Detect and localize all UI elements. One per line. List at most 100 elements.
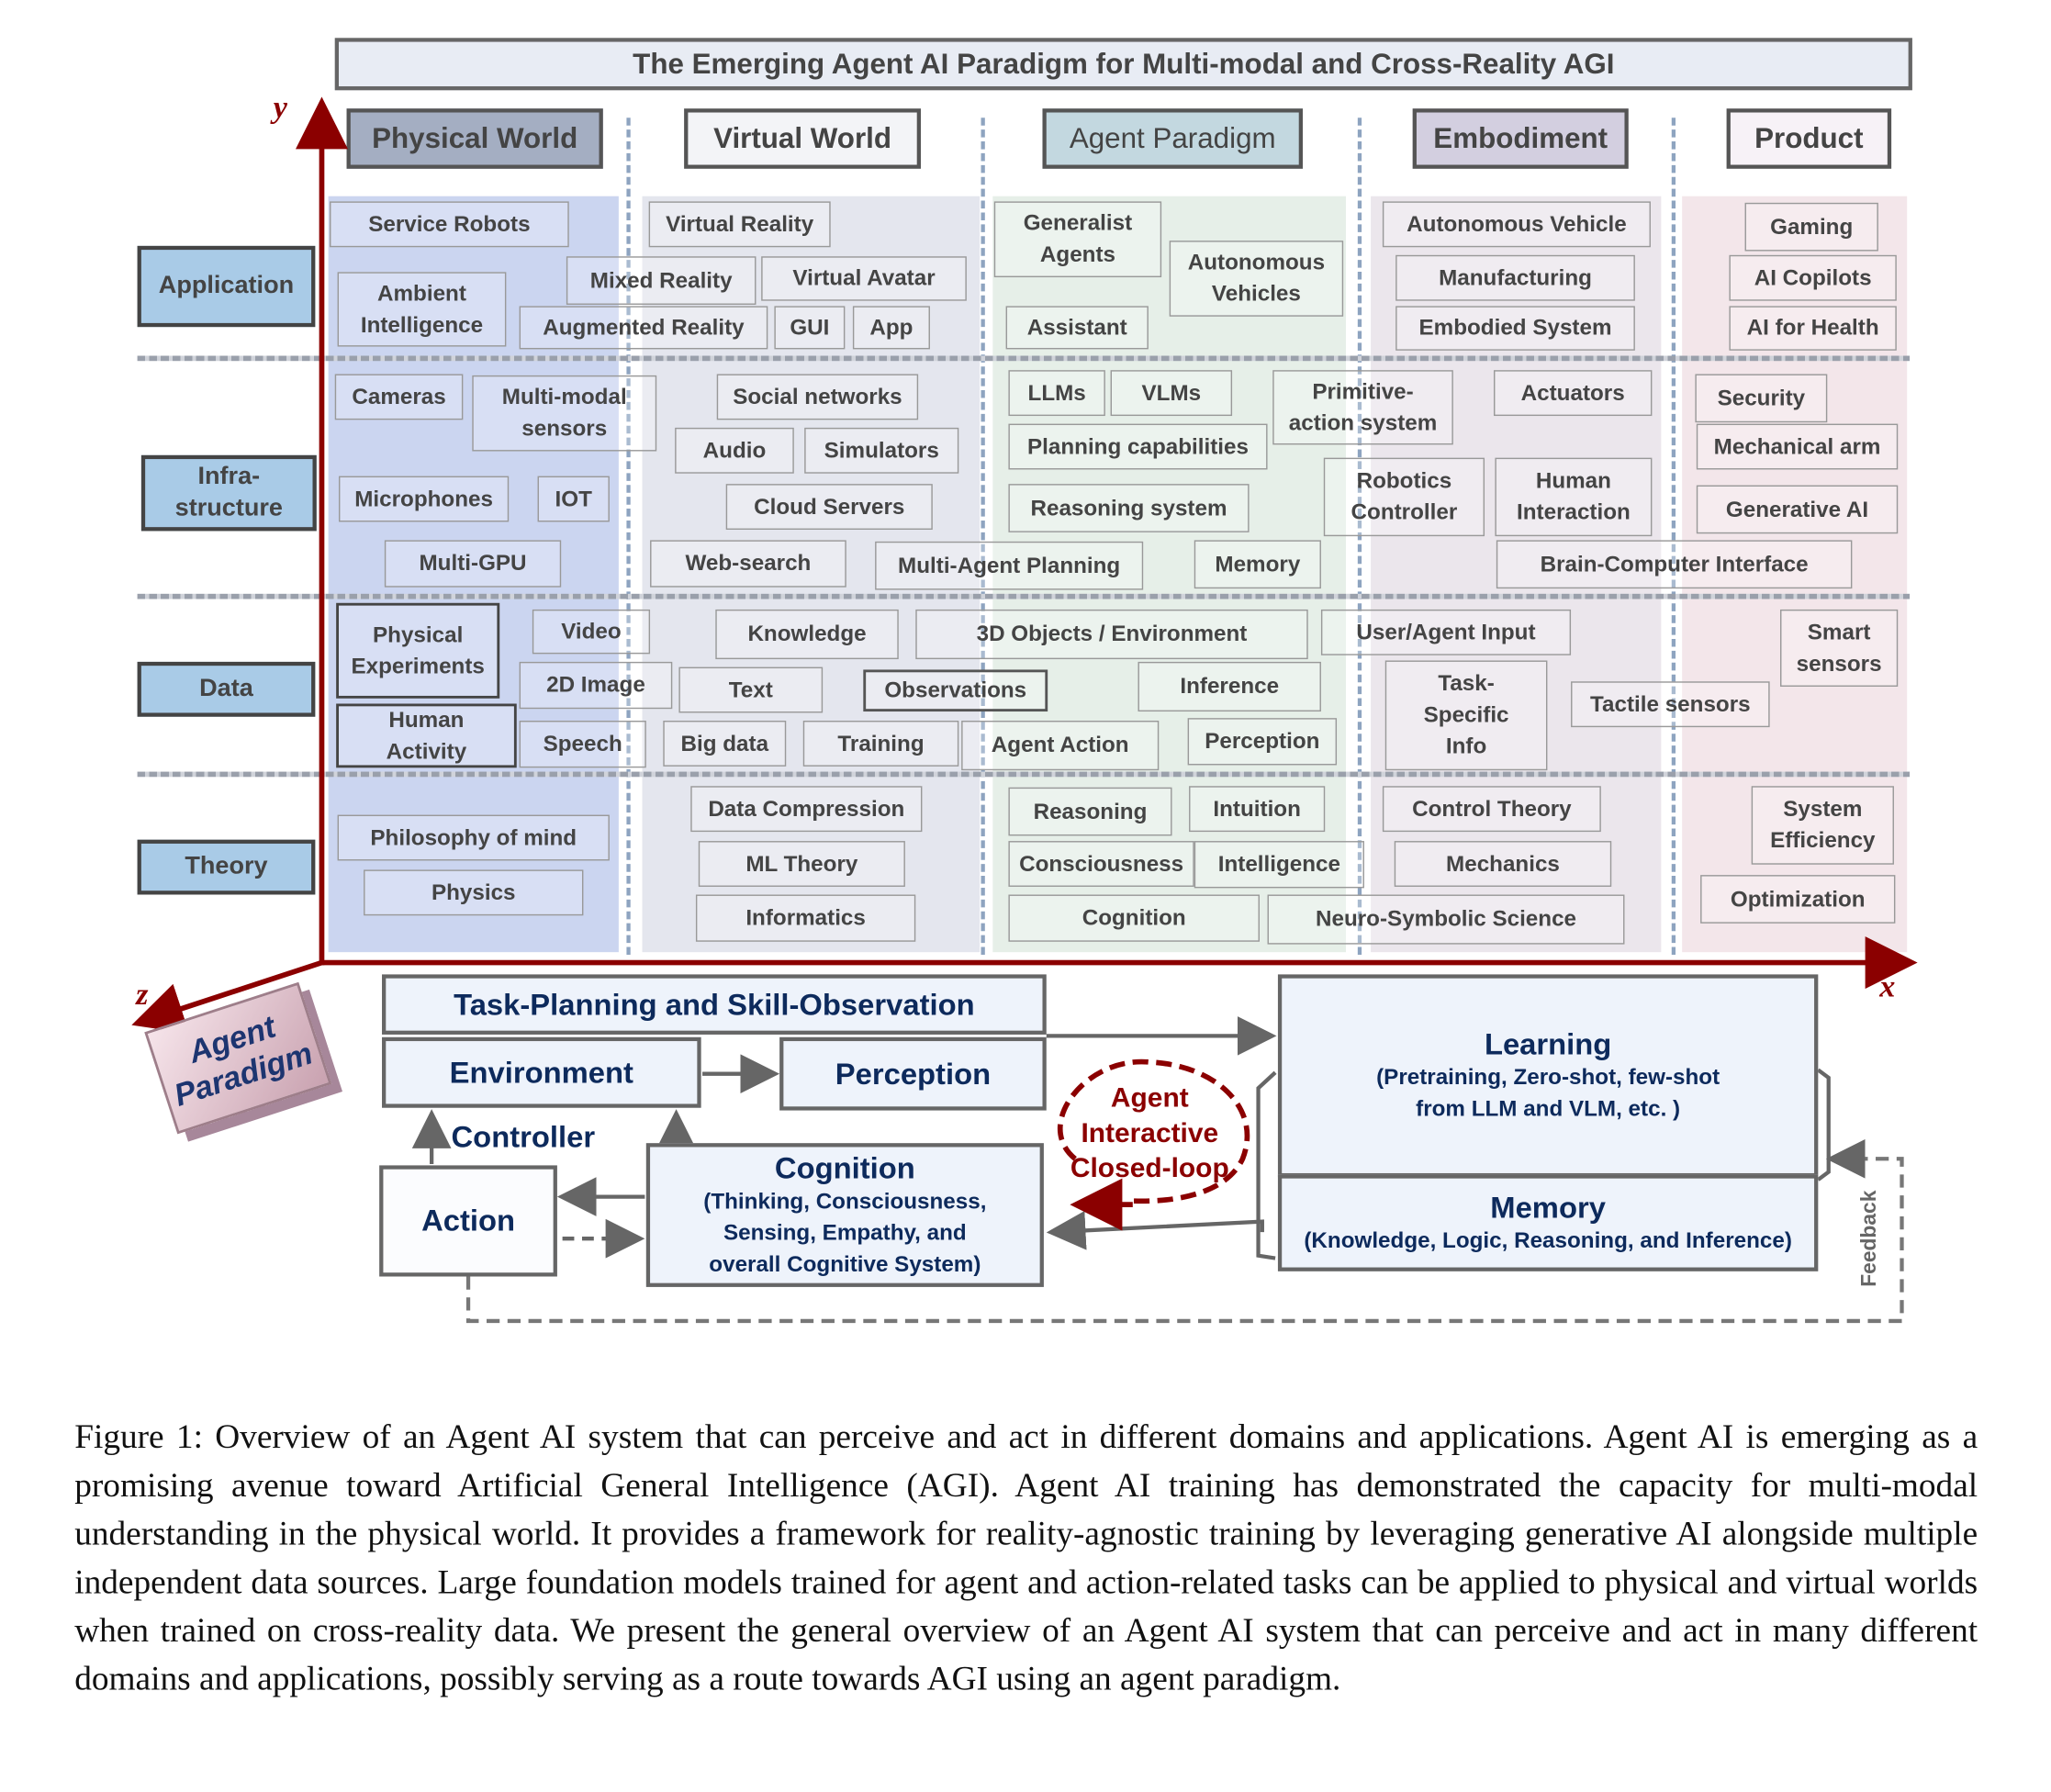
- virtual-panel: [642, 196, 981, 953]
- item-optimization: Optimization: [1700, 875, 1896, 924]
- perception-label: Perception: [835, 1056, 992, 1091]
- item-llms: LLMs: [1008, 370, 1105, 417]
- item-social-networks: Social networks: [716, 374, 919, 420]
- task-planning-label: Task-Planning and Skill-Observation: [454, 986, 975, 1021]
- memory-title: Memory: [1490, 1189, 1606, 1224]
- action-box: Action: [379, 1165, 557, 1277]
- item-cloud-servers: Cloud Servers: [725, 484, 933, 531]
- item-autonomous-vehicle: Autonomous Vehicle: [1382, 201, 1651, 248]
- task-planning-box: Task-Planning and Skill-Observation: [382, 974, 1047, 1035]
- learning-title: Learning: [1484, 1026, 1612, 1061]
- item-neuro-symbolic-science: Neuro-Symbolic Science: [1267, 894, 1625, 945]
- diagram-title: The Emerging Agent AI Paradigm for Multi…: [334, 38, 1912, 91]
- memory-subtitle: (Knowledge, Logic, Reasoning, and Infere…: [1304, 1227, 1792, 1253]
- column-virtual-world: Virtual World: [684, 108, 921, 169]
- controller-label: Controller: [451, 1119, 596, 1154]
- cognition-subtitle: (Thinking, Consciousness, Sensing, Empat…: [703, 1188, 987, 1276]
- item-generalist-agents: Generalist Agents: [993, 201, 1162, 278]
- row-data: Data: [137, 661, 316, 717]
- column-agent-paradigm: Agent Paradigm: [1042, 108, 1304, 169]
- item-ai-for-health: AI for Health: [1729, 306, 1897, 351]
- item-physics: Physics: [364, 869, 584, 916]
- environment-box: Environment: [382, 1036, 701, 1108]
- item-system-efficiency: System Efficiency: [1751, 786, 1894, 865]
- environment-label: Environment: [449, 1055, 633, 1090]
- item-multi-modal-sensors: Multi-modal sensors: [472, 375, 657, 452]
- item-audio: Audio: [675, 427, 794, 474]
- item-virtual-avatar: Virtual Avatar: [761, 256, 967, 301]
- column-separator: [1671, 118, 1676, 956]
- learning-subtitle: (Pretraining, Zero-shot, few-shot from L…: [1376, 1064, 1720, 1121]
- item-observations: Observations: [863, 669, 1048, 712]
- item-gui: GUI: [774, 306, 846, 350]
- item-reasoning-system: Reasoning system: [1008, 484, 1250, 532]
- closed-loop-label: Agent Interactive Closed-loop: [1070, 1082, 1229, 1184]
- item-task-specific-info: Task- Specific Info: [1384, 660, 1548, 771]
- row-separator: [137, 355, 1911, 362]
- item-inference: Inference: [1138, 661, 1321, 712]
- column-physical-world: Physical World: [346, 108, 603, 169]
- perception-box: Perception: [779, 1036, 1047, 1111]
- row-separator: [137, 593, 1911, 599]
- item-training: Training: [802, 721, 959, 767]
- y-axis-label: y: [273, 91, 287, 126]
- row-theory: Theory: [137, 839, 316, 895]
- product-panel: [1682, 196, 1908, 953]
- item-text: Text: [678, 666, 824, 713]
- item-physical-experiments: Physical Experiments: [336, 602, 500, 699]
- item-planning-capabilities: Planning capabilities: [1008, 423, 1268, 470]
- item-video: Video: [532, 609, 651, 655]
- item-cognition-theory: Cognition: [1008, 894, 1260, 942]
- item-mechanics: Mechanics: [1394, 841, 1612, 887]
- item-mixed-reality: Mixed Reality: [566, 256, 757, 305]
- feedback-label: Feedback: [1858, 1190, 1881, 1287]
- item-user-agent-input: User/Agent Input: [1320, 609, 1572, 655]
- item-ml-theory: ML Theory: [698, 841, 905, 887]
- column-separator: [981, 118, 985, 956]
- item-big-data: Big data: [663, 721, 787, 767]
- item-assistant: Assistant: [1005, 306, 1149, 350]
- item-virtual-reality: Virtual Reality: [648, 201, 831, 248]
- item-robotics-controller: Robotics Controller: [1323, 457, 1485, 537]
- item-app: App: [852, 306, 930, 350]
- cognition-title: Cognition: [774, 1150, 915, 1185]
- item-speech: Speech: [519, 721, 646, 768]
- z-axis-label: z: [136, 978, 149, 1013]
- row-infrastructure: Infra- structure: [140, 454, 317, 532]
- column-separator: [626, 118, 631, 956]
- item-agent-action: Agent Action: [961, 721, 1160, 771]
- memory-box: Memory (Knowledge, Logic, Reasoning, and…: [1277, 1174, 1819, 1271]
- item-actuators: Actuators: [1494, 370, 1653, 417]
- item-perception: Perception: [1187, 718, 1338, 766]
- item-tactile-sensors: Tactile sensors: [1571, 681, 1770, 728]
- physical-panel: [328, 196, 619, 953]
- item-human-interaction: Human Interaction: [1495, 457, 1653, 537]
- item-ai-copilots: AI Copilots: [1729, 254, 1897, 301]
- item-smart-sensors: Smart sensors: [1780, 609, 1899, 687]
- row-separator: [137, 771, 1911, 778]
- cognition-box: Cognition (Thinking, Consciousness, Sens…: [645, 1143, 1044, 1287]
- item-3d-objects-environment: 3D Objects / Environment: [915, 609, 1308, 660]
- item-simulators: Simulators: [804, 427, 959, 474]
- figure-caption: Figure 1: Overview of an Agent AI system…: [74, 1417, 1978, 1698]
- action-label: Action: [421, 1203, 516, 1238]
- column-product: Product: [1726, 108, 1892, 169]
- item-human-activity: Human Activity: [336, 703, 517, 768]
- learning-box: Learning (Pretraining, Zero-shot, few-sh…: [1277, 974, 1819, 1178]
- item-microphones: Microphones: [338, 476, 510, 522]
- item-knowledge: Knowledge: [715, 609, 899, 660]
- item-embodied-system: Embodied System: [1395, 306, 1635, 351]
- item-service-robots: Service Robots: [330, 201, 569, 248]
- item-security: Security: [1695, 374, 1828, 423]
- item-multi-gpu: Multi-GPU: [384, 540, 562, 588]
- item-reasoning: Reasoning: [1008, 787, 1172, 836]
- item-primitive-action-system: Primitive- action system: [1272, 370, 1453, 445]
- item-multi-agent-planning: Multi-Agent Planning: [875, 541, 1144, 590]
- item-data-compression: Data Compression: [690, 786, 923, 833]
- item-intelligence: Intelligence: [1194, 841, 1364, 889]
- item-generative-ai: Generative AI: [1696, 485, 1899, 534]
- item-gaming: Gaming: [1744, 202, 1878, 252]
- item-iot: IOT: [537, 476, 610, 522]
